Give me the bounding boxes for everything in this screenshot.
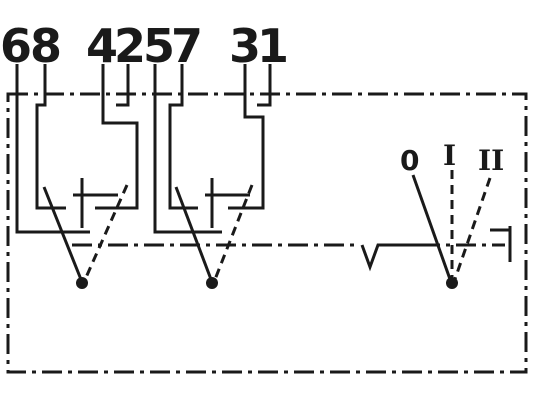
selector-blade-position-0 bbox=[411, 174, 453, 283]
wire-terminal-8 bbox=[35, 64, 66, 210]
position-label-II: II bbox=[478, 144, 504, 177]
terminal-label-5: 5 bbox=[143, 19, 175, 73]
pivot-point-1 bbox=[76, 277, 88, 289]
wire-terminal-4 bbox=[95, 64, 139, 210]
switch-group-2 bbox=[153, 64, 272, 289]
terminal-label-1: 1 bbox=[257, 19, 289, 73]
position-label-I: I bbox=[443, 139, 456, 172]
wire-terminal-2 bbox=[116, 64, 130, 107]
position-label-0: 0 bbox=[400, 144, 419, 177]
terminal-label-2: 2 bbox=[114, 19, 146, 73]
detent-notch bbox=[360, 243, 420, 272]
pivot-point-selector bbox=[446, 277, 458, 289]
wire-terminal-6 bbox=[15, 64, 90, 234]
housing-outline bbox=[6, 92, 528, 374]
wire-terminal-3 bbox=[228, 64, 265, 210]
switch-group-1 bbox=[15, 64, 139, 289]
pivot-point-2 bbox=[206, 277, 218, 289]
switch-blade-2-alt bbox=[212, 184, 254, 283]
terminal-label-7: 7 bbox=[171, 19, 203, 73]
position-selector bbox=[411, 170, 492, 289]
wire-terminal-5 bbox=[153, 64, 222, 234]
selector-blade-position-II bbox=[452, 177, 492, 283]
switch-blade-1 bbox=[42, 186, 84, 283]
wire-terminal-7 bbox=[168, 64, 198, 210]
switch-blade-2 bbox=[174, 186, 214, 283]
switch-blade-1-alt bbox=[82, 184, 129, 283]
wire-terminal-1 bbox=[257, 64, 272, 107]
